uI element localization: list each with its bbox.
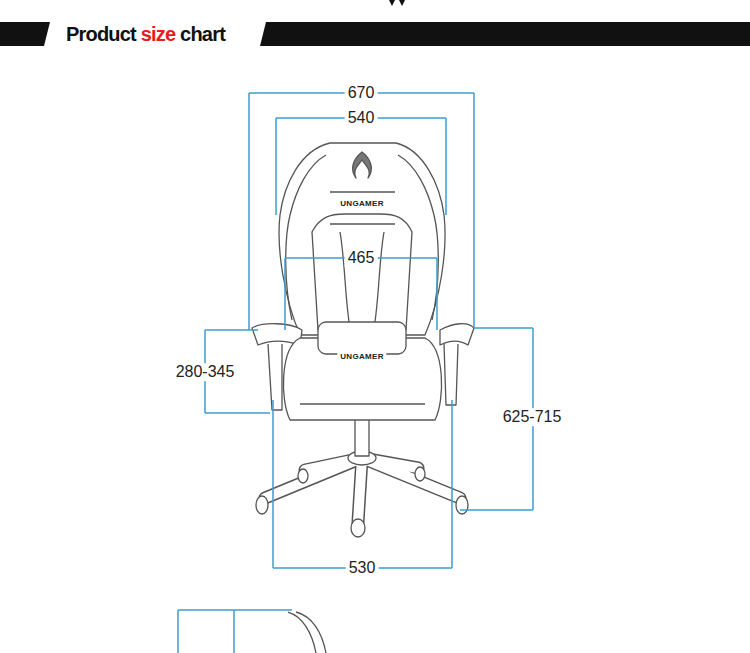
- top-mark: [389, 0, 405, 6]
- title-word: chart: [180, 23, 225, 45]
- dimension-value: 540: [345, 109, 378, 127]
- dimension-value: 670: [345, 84, 378, 102]
- dimension-value: 530: [346, 559, 379, 577]
- chair-logo: UNGAMER: [337, 353, 386, 362]
- dimension-value: 625-715: [500, 408, 565, 426]
- side-view-fragment: [288, 612, 326, 653]
- chair-drawing: [252, 143, 474, 537]
- dimension-value: 280-345: [173, 363, 238, 381]
- title-word: size: [141, 23, 180, 45]
- header-bar: [0, 22, 50, 46]
- chair-logo: UNGAMER: [337, 200, 386, 209]
- chart-title: Product size chart: [66, 22, 225, 46]
- dimension-value: 465: [345, 249, 378, 267]
- header-bar: [260, 22, 750, 46]
- title-word: Product: [66, 23, 141, 45]
